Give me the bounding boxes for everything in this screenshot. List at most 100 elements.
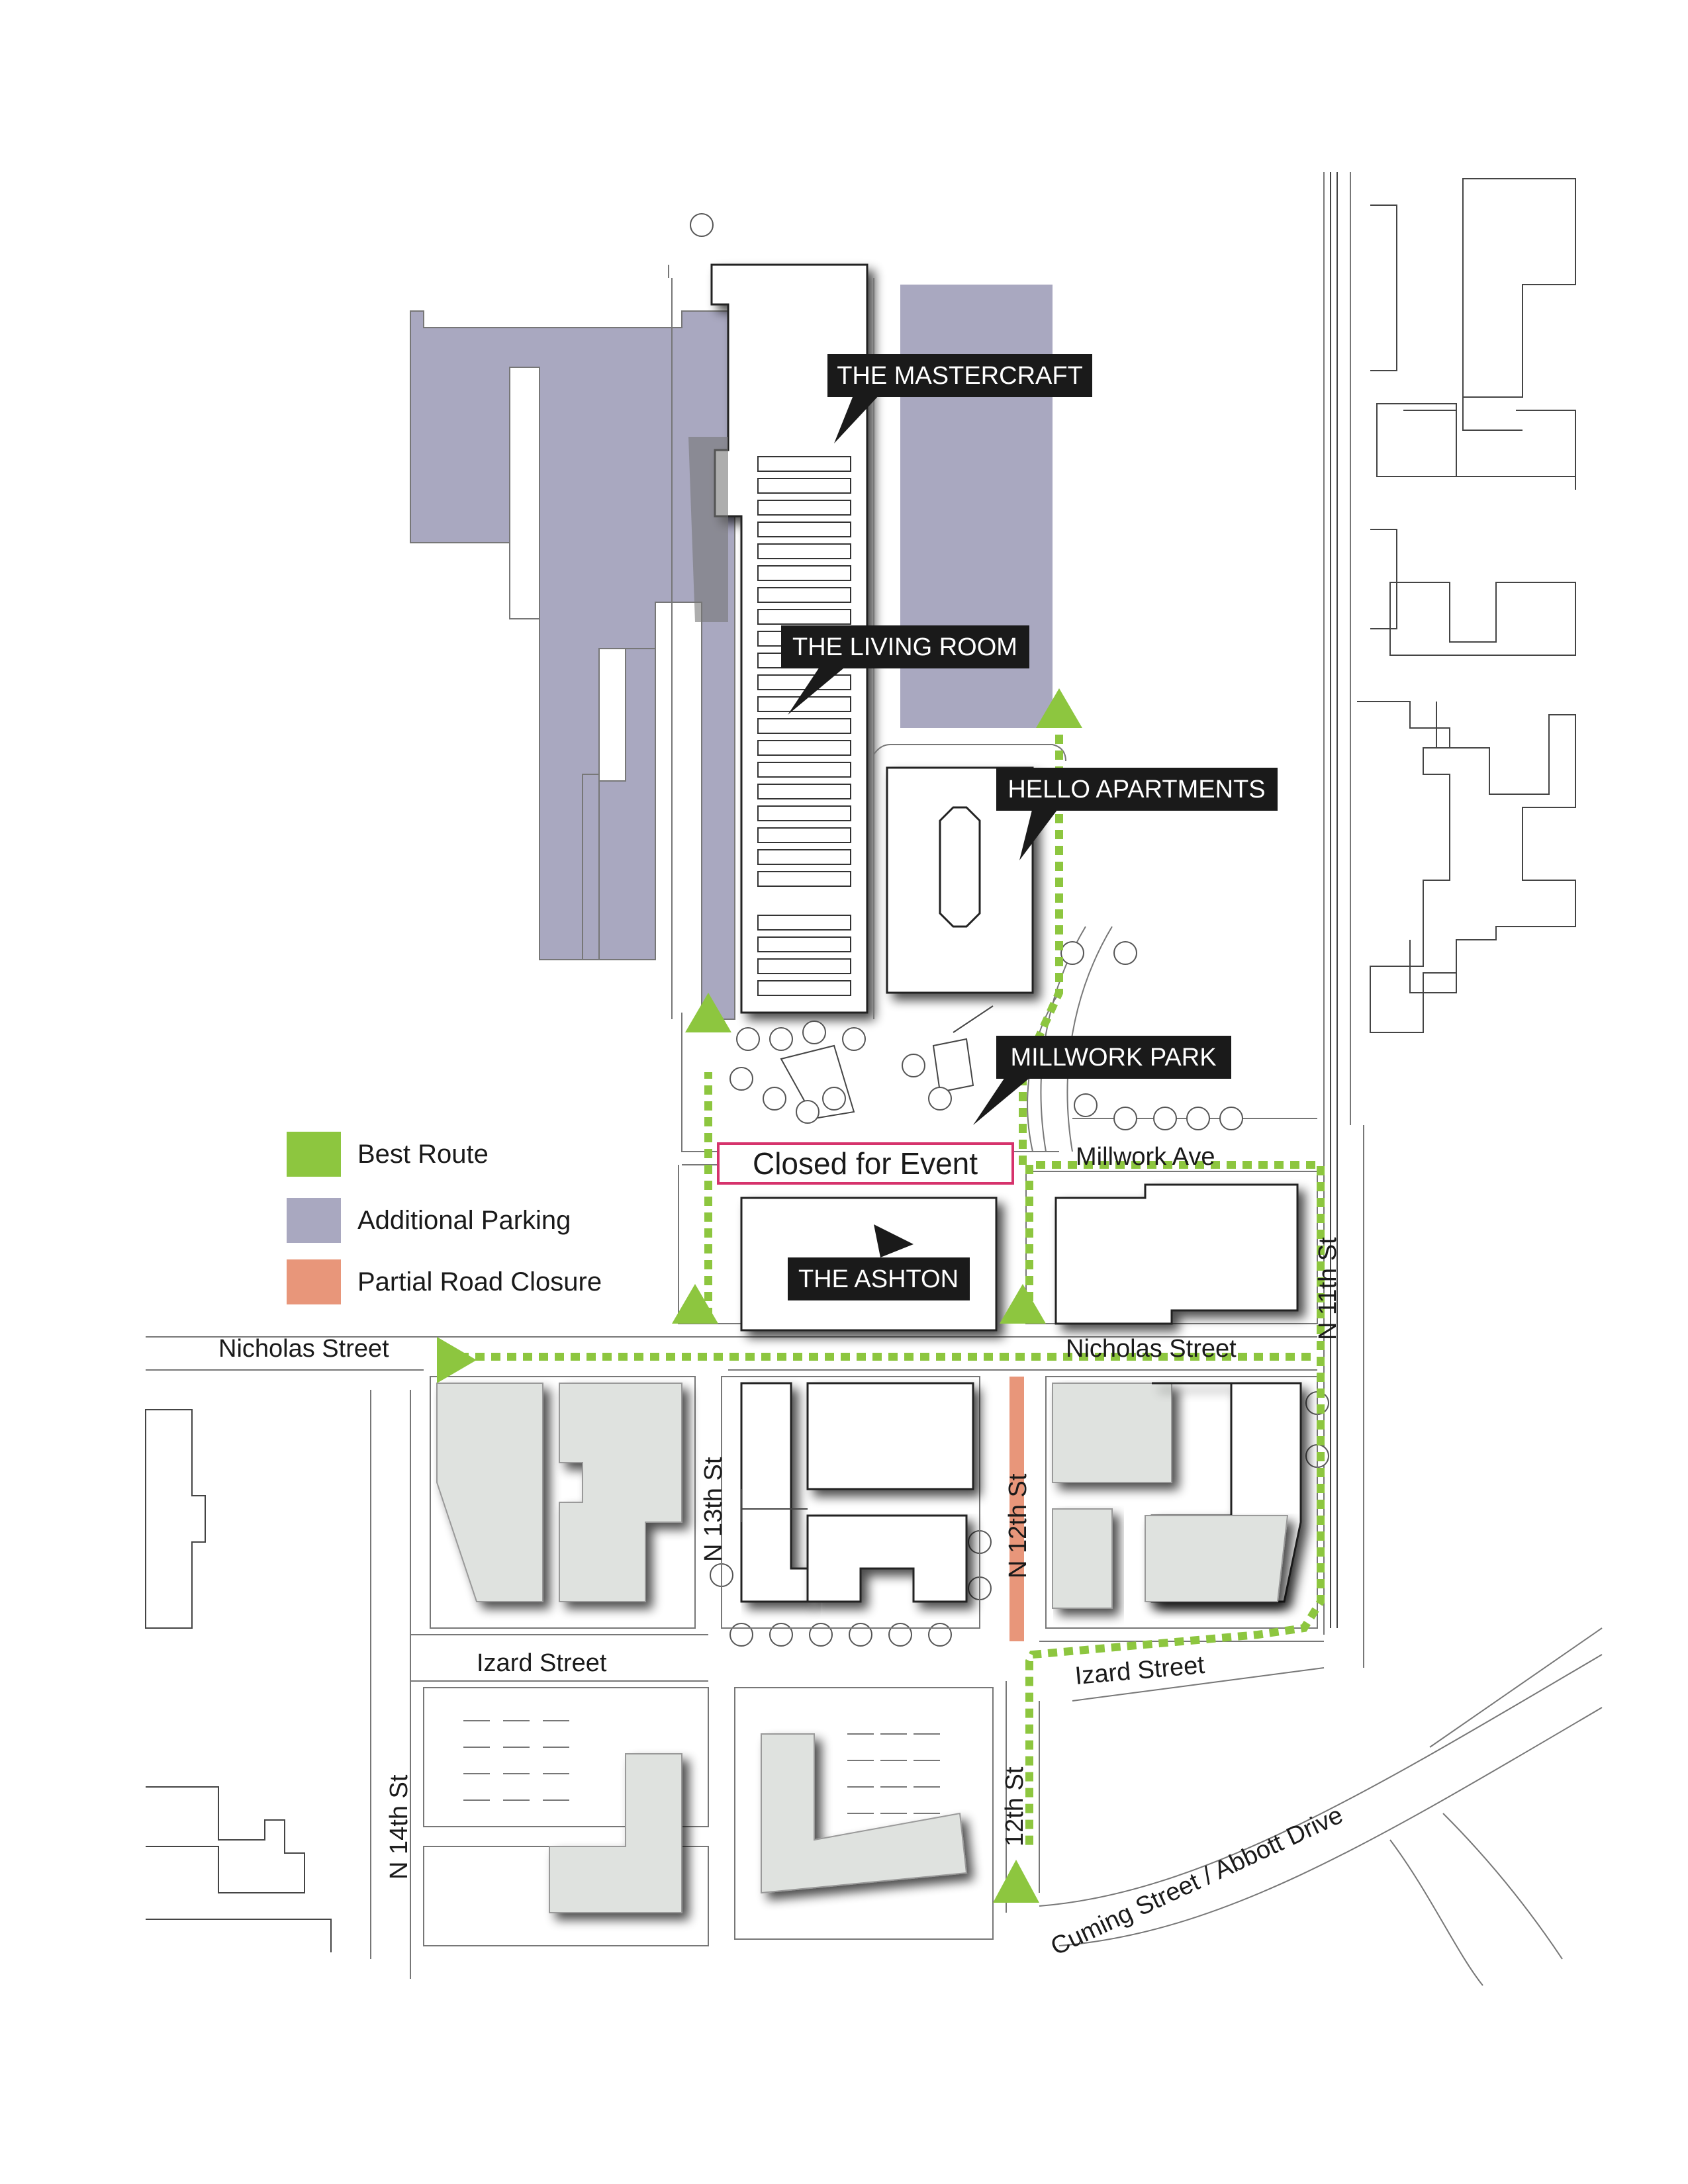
millwork-park-label: MILLWORK PARK bbox=[1010, 1044, 1216, 1071]
parking-lot-west bbox=[410, 310, 735, 1020]
parking-lot-west-cutout-c bbox=[598, 648, 626, 782]
poi-labels: THE MASTERCRAFT THE LIVING ROOM HELLO AP… bbox=[781, 354, 1278, 1300]
parking-stalls bbox=[463, 1720, 940, 1814]
mastercraft-bay bbox=[757, 587, 851, 603]
mastercraft-bay bbox=[757, 543, 851, 559]
route-arrow-north-ashton-west bbox=[685, 993, 731, 1032]
tree bbox=[1219, 1107, 1243, 1130]
mastercraft-bay bbox=[757, 871, 851, 887]
legend-best-route: Best Route bbox=[287, 1132, 489, 1177]
mastercraft-bay bbox=[757, 565, 851, 581]
ashton-block bbox=[678, 1164, 1318, 1332]
mastercraft-bay bbox=[757, 762, 851, 778]
closed-for-event-box bbox=[717, 1142, 1014, 1185]
mastercraft-bay bbox=[757, 609, 851, 625]
parking-lot-west-cutout-a bbox=[509, 367, 540, 619]
mastercraft-bay bbox=[757, 478, 851, 494]
tree bbox=[769, 1623, 793, 1647]
legend-additional-parking: Additional Parking bbox=[287, 1198, 571, 1243]
tree bbox=[802, 1021, 826, 1044]
trees bbox=[690, 213, 1329, 1647]
mastercraft-bay bbox=[757, 980, 851, 996]
mastercraft-bay bbox=[757, 456, 851, 472]
legend-swatch-partial-road-closure bbox=[287, 1259, 341, 1304]
street-label-n-13th: N 13th St bbox=[700, 1457, 727, 1562]
living-room-label: THE LIVING ROOM bbox=[792, 633, 1017, 661]
street-label-nicholas-east: Nicholas Street bbox=[1066, 1335, 1237, 1363]
route-arrow-north-12th-south bbox=[993, 1860, 1039, 1903]
legend-label-partial-road-closure: Partial Road Closure bbox=[357, 1267, 602, 1297]
street-label-12th: 12th St bbox=[1001, 1766, 1029, 1846]
tree bbox=[849, 1623, 872, 1647]
route-arrow-north-ashton-se bbox=[1000, 1284, 1046, 1324]
tree bbox=[763, 1087, 786, 1111]
legend-swatch-best-route bbox=[287, 1132, 341, 1177]
millwork-park-area bbox=[681, 213, 1329, 1647]
south-blocks bbox=[423, 1376, 1318, 1946]
mastercraft-bay bbox=[757, 500, 851, 516]
tree bbox=[736, 1027, 760, 1051]
tree bbox=[729, 1623, 753, 1647]
street-label-cuming: Cuming Street / Abbott Drive bbox=[1047, 1801, 1347, 1962]
street-label-nicholas-west: Nicholas Street bbox=[218, 1335, 389, 1363]
partial-road-closure-12th bbox=[1009, 1377, 1024, 1641]
tree bbox=[822, 1087, 846, 1111]
tree bbox=[690, 213, 714, 237]
surrounding-buildings bbox=[145, 178, 1576, 1952]
mastercraft-bay bbox=[757, 936, 851, 952]
route-arrow-north-ashton-sw bbox=[672, 1284, 718, 1324]
mastercraft-bay bbox=[757, 958, 851, 974]
hello-apartments-label: HELLO APARTMENTS bbox=[1008, 776, 1265, 803]
mastercraft-bay bbox=[757, 674, 851, 690]
street-network bbox=[146, 172, 1603, 1986]
tree bbox=[1060, 941, 1084, 965]
tree bbox=[928, 1623, 952, 1647]
label-living-room: THE LIVING ROOM bbox=[781, 625, 1029, 715]
tree bbox=[1113, 1107, 1137, 1130]
hello-apartments-building bbox=[873, 744, 1066, 994]
tree bbox=[1186, 1107, 1210, 1130]
tree bbox=[842, 1027, 866, 1051]
tree bbox=[796, 1100, 820, 1124]
tree bbox=[1074, 1093, 1098, 1117]
tree bbox=[769, 1027, 793, 1051]
street-label-izard-west: Izard Street bbox=[477, 1649, 607, 1677]
label-mastercraft: THE MASTERCRAFT bbox=[827, 354, 1092, 443]
legend: Best Route Additional Parking Partial Ro… bbox=[287, 1132, 602, 1304]
mastercraft-bay bbox=[757, 718, 851, 734]
street-label-n-11th: N 11th St bbox=[1314, 1237, 1342, 1340]
mastercraft-bay bbox=[757, 827, 851, 843]
tree bbox=[888, 1623, 912, 1647]
label-hello-apartments: HELLO APARTMENTS bbox=[996, 768, 1278, 860]
mastercraft-bay bbox=[757, 784, 851, 799]
route-arrow-north-12th bbox=[1036, 688, 1082, 728]
tree bbox=[1113, 941, 1137, 965]
closed-for-event-label: Closed for Event bbox=[753, 1146, 978, 1181]
street-label-izard-east: Izard Street bbox=[1074, 1651, 1206, 1690]
tree bbox=[902, 1054, 925, 1077]
best-route bbox=[437, 688, 1325, 1903]
route-arrow-east-nicholas bbox=[437, 1337, 477, 1383]
mastercraft-label: THE MASTERCRAFT bbox=[837, 362, 1083, 390]
legend-label-additional-parking: Additional Parking bbox=[357, 1206, 571, 1235]
closed-for-event: Closed for Event bbox=[717, 1142, 1014, 1185]
mastercraft-bay bbox=[757, 805, 851, 821]
tree bbox=[809, 1623, 833, 1647]
tree bbox=[1153, 1107, 1177, 1130]
tree bbox=[928, 1087, 952, 1111]
mastercraft-bay bbox=[757, 915, 851, 931]
street-label-n-14th: N 14th St bbox=[385, 1774, 413, 1880]
ashton-label: THE ASHTON bbox=[798, 1265, 959, 1293]
street-label-n-12th: N 12th St bbox=[1004, 1473, 1032, 1578]
label-ashton: THE ASHTON bbox=[788, 1224, 970, 1300]
mastercraft-bay bbox=[757, 849, 851, 865]
street-label-millwork-ave: Millwork Ave bbox=[1076, 1143, 1215, 1171]
mastercraft-bay bbox=[757, 740, 851, 756]
legend-partial-road-closure: Partial Road Closure bbox=[287, 1259, 602, 1304]
label-millwork-park: MILLWORK PARK bbox=[973, 1036, 1231, 1125]
mastercraft-bay bbox=[757, 522, 851, 537]
tree bbox=[729, 1067, 753, 1091]
legend-label-best-route: Best Route bbox=[357, 1140, 489, 1169]
legend-swatch-additional-parking bbox=[287, 1198, 341, 1243]
